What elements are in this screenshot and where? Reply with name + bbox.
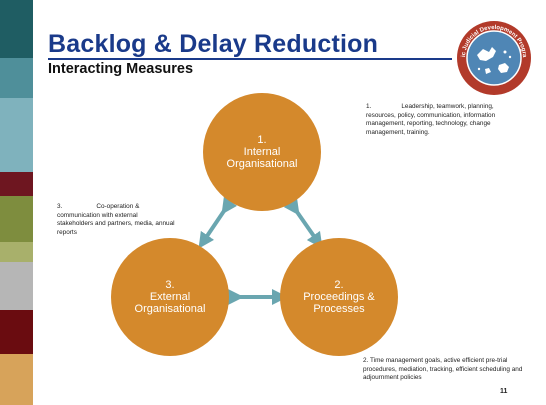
slide-title: Backlog & Delay Reduction <box>48 30 379 58</box>
note-proceedings: 2. Time management goals, active efficie… <box>363 357 535 383</box>
circle-proceedings-processes: 2. Proceedings & Processes <box>280 238 398 356</box>
stripe-segment <box>0 0 33 58</box>
stripe-segment <box>0 262 33 310</box>
stripe-segment <box>0 354 33 405</box>
circle-number: 1. <box>257 134 267 146</box>
page-number: 11 <box>500 388 508 395</box>
note-external: 3.Co-operation & communication with exte… <box>57 203 175 237</box>
stripe-segment <box>0 196 33 242</box>
arrow-internal-proceedings <box>283 197 323 249</box>
circle-external-organisational: 3. External Organisational <box>111 238 229 356</box>
arrow-internal-external <box>198 196 238 249</box>
stripe-segment <box>0 172 33 196</box>
circle-number: 3. <box>165 279 175 291</box>
slide-subtitle: Interacting Measures <box>48 61 194 77</box>
note-number: 1. <box>366 103 372 110</box>
note-text: Leadership, teamwork, planning, resource… <box>366 103 496 136</box>
circle-number: 2. <box>334 279 344 291</box>
note-number: 3. <box>57 203 63 210</box>
note-internal: 1.Leadership, teamwork, planning, resour… <box>366 103 508 137</box>
circle-label: Proceedings & Processes <box>303 291 375 315</box>
note-text: Co-operation & communication with extern… <box>57 203 175 236</box>
circle-label: External Organisational <box>134 291 206 315</box>
circle-internal-organisational: 1. Internal Organisational <box>203 93 321 211</box>
note-text: 2. Time management goals, active efficie… <box>363 357 523 382</box>
circle-label: Internal Organisational <box>226 146 298 170</box>
stripe-segment <box>0 98 33 172</box>
pacific-map-seal-icon: Pacific Judicial Development Programme <box>455 19 531 95</box>
stripe-segment <box>0 242 33 262</box>
stripe-segment <box>0 310 33 354</box>
title-underline <box>48 58 452 60</box>
stripe-segment <box>0 58 33 98</box>
